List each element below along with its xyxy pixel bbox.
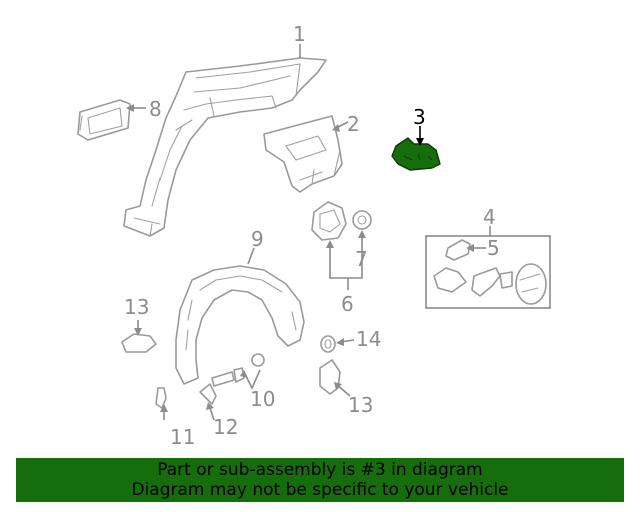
banner-line-2: Diagram may not be specific to your vehi… [131, 480, 509, 500]
callout-8: 8 [149, 97, 162, 121]
callout-5: 5 [487, 236, 500, 260]
callout-6: 6 [341, 292, 354, 316]
bracket-13-left [121, 333, 157, 353]
callout-13-right: 13 [348, 393, 373, 417]
banner-line-1: Part or sub-assembly is #3 in diagram [157, 460, 483, 480]
callout-12: 12 [213, 415, 238, 439]
callout-11: 11 [170, 425, 195, 449]
info-banner: Part or sub-assembly is #3 in diagram Di… [16, 458, 624, 502]
callout-7: 7 [355, 247, 368, 271]
inner-panel-piece [263, 115, 343, 193]
callout-13-left: 13 [124, 295, 149, 319]
wheel-liner [175, 265, 305, 385]
parts-diagram: 1 2 3 4 5 6 7 8 9 10 11 12 13 13 14 [77, 22, 551, 449]
fuel-cap [352, 210, 372, 230]
callout-3: 3 [413, 105, 426, 129]
callout-14: 14 [356, 327, 381, 351]
leader-lines [126, 44, 491, 421]
callout-10: 10 [250, 387, 275, 411]
callout-9: 9 [251, 227, 264, 251]
callout-2: 2 [347, 112, 360, 136]
fuel-bracket-panel [77, 99, 131, 141]
callout-1: 1 [293, 22, 306, 46]
quarter-panel-inner [123, 57, 327, 237]
clip-11 [155, 387, 167, 409]
bolt-10 [211, 353, 265, 387]
clip-12 [199, 383, 217, 405]
fuel-filler-housing [311, 201, 347, 241]
grommet-14 [320, 335, 336, 353]
fuel-door-assembly-group [425, 235, 551, 309]
callout-4: 4 [483, 205, 496, 229]
highlighted-part-3 [391, 137, 441, 171]
